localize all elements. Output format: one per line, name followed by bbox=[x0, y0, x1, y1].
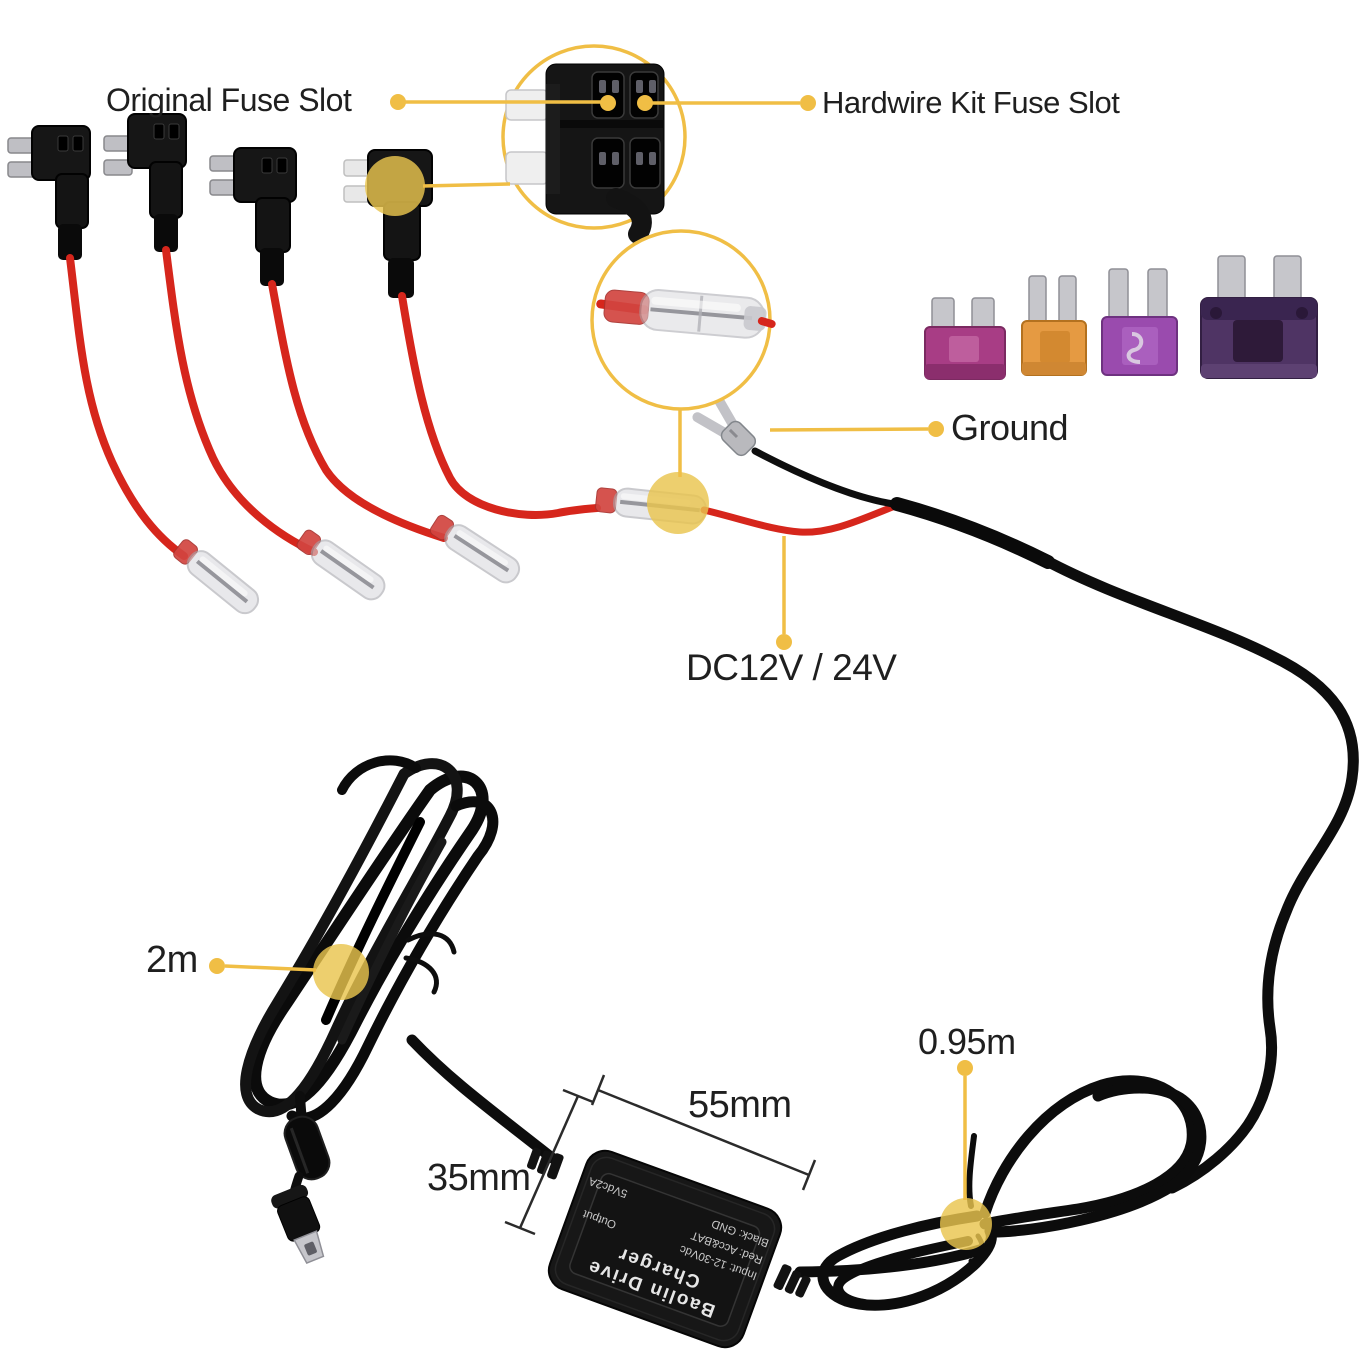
charger-output-column: Output 5Vdc2A bbox=[575, 1170, 631, 1232]
power-wire-red bbox=[700, 500, 904, 536]
highlight-2m-cable bbox=[313, 944, 369, 1000]
charger-box bbox=[547, 1149, 783, 1349]
ground-wire-black bbox=[751, 447, 907, 510]
highlight-splice-junction bbox=[647, 472, 709, 534]
callout-dots bbox=[209, 94, 973, 1076]
ground-fork-terminal bbox=[692, 392, 757, 457]
ferrite-bead bbox=[283, 1115, 331, 1181]
highlight-adapter4-fuse-slot bbox=[365, 156, 425, 216]
zoom-circle-fuse-holder bbox=[501, 44, 687, 244]
fuse-low-profile-mini bbox=[924, 297, 1006, 380]
crimp-terminal-1 bbox=[173, 539, 260, 615]
strain-relief-left bbox=[527, 1147, 564, 1180]
callout-dot-hardwire-slot bbox=[637, 95, 653, 111]
fuse-tap-adapter-3 bbox=[209, 147, 521, 584]
mini-usb-connector bbox=[271, 1184, 325, 1265]
fuse-tap-adapter-2 bbox=[103, 113, 386, 601]
crimp-terminal-3 bbox=[429, 514, 521, 584]
ground-label: Ground bbox=[951, 407, 1069, 448]
fuse-standard-purple bbox=[1200, 255, 1318, 379]
main-input-cable bbox=[1039, 554, 1359, 1194]
cable-length-095m-label: 0.95m bbox=[918, 1021, 1016, 1062]
fuse-mini-purple bbox=[1101, 268, 1178, 376]
cable-loops-095m bbox=[794, 1075, 1207, 1311]
original-fuse-slot-label: Original Fuse Slot bbox=[106, 82, 352, 118]
callout-lines bbox=[224, 100, 967, 1200]
cable-coil-2m bbox=[240, 755, 558, 1164]
dimension-35mm bbox=[504, 1088, 594, 1236]
callout-dot-original-slot bbox=[600, 95, 616, 111]
fuse-holder-contacts bbox=[599, 80, 656, 165]
cable-sleeve bbox=[890, 497, 1055, 569]
charger-height-label: 35mm bbox=[427, 1157, 531, 1199]
cable-length-2m-label: 2m bbox=[146, 939, 198, 981]
strain-relief-right bbox=[773, 1264, 811, 1298]
dc-voltage-label: DC12V / 24V bbox=[686, 647, 897, 688]
charger-output-spec-text: 5Vdc2A bbox=[587, 1174, 630, 1200]
charger-width-label: 55mm bbox=[688, 1084, 792, 1126]
zoom-circle-splice bbox=[590, 229, 776, 411]
fuse-micro2-orange bbox=[1021, 275, 1087, 376]
crimp-terminal-2 bbox=[296, 529, 386, 601]
highlight-095m-cable bbox=[940, 1198, 992, 1250]
dimension-55mm bbox=[590, 1074, 817, 1191]
fuse-tap-adapter-1 bbox=[7, 125, 260, 615]
hardwire-kit-fuse-slot-label: Hardwire Kit Fuse Slot bbox=[822, 85, 1120, 120]
